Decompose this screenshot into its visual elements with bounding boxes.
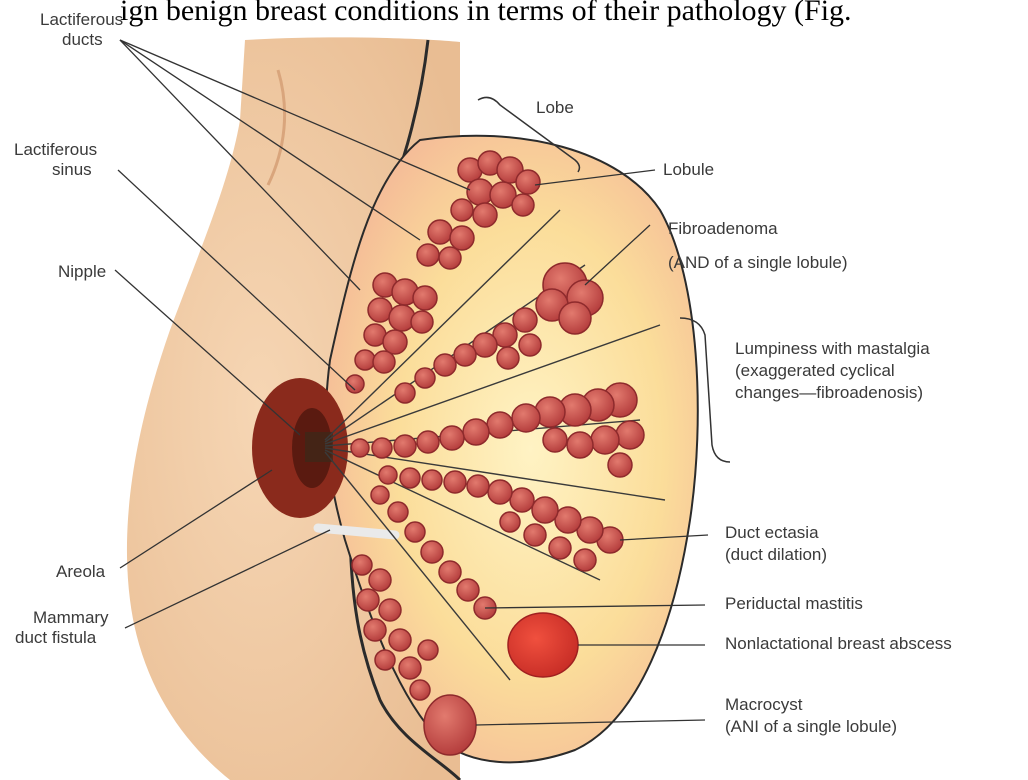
label-nipple: Nipple — [58, 262, 106, 282]
label-line: (duct dilation) — [725, 544, 827, 566]
label-fibroadenoma: Fibroadenoma (AND of a single lobule) — [668, 212, 848, 280]
label-line: duct fistula — [15, 628, 109, 648]
label-line: Macrocyst — [725, 694, 897, 716]
label-lumpiness: Lumpiness with mastalgia (exaggerated cy… — [735, 338, 930, 404]
label-duct-ectasia: Duct ectasia (duct dilation) — [725, 522, 827, 566]
label-line: Lactiferous — [40, 10, 123, 30]
label-macrocyst: Macrocyst (ANI of a single lobule) — [725, 694, 897, 738]
label-line: sinus — [14, 160, 97, 180]
label-areola: Areola — [56, 562, 105, 582]
label-lactiferous-sinus: Lactiferous sinus — [14, 140, 97, 180]
label-line: ducts — [40, 30, 123, 50]
label-lobe: Lobe — [536, 98, 574, 118]
label-periductal-mastitis: Periductal mastitis — [725, 594, 863, 614]
label-lactiferous-ducts: Lactiferous ducts — [40, 10, 123, 50]
label-line: Mammary — [15, 608, 109, 628]
label-line: Lumpiness with mastalgia — [735, 338, 930, 360]
label-line: Duct ectasia — [725, 522, 827, 544]
label-abscess: Nonlactational breast abscess — [725, 634, 952, 654]
label-line: (AND of a single lobule) — [668, 246, 848, 280]
label-line: Fibroadenoma — [668, 212, 848, 246]
label-line: (ANI of a single lobule) — [725, 716, 897, 738]
abscess-shape — [508, 613, 578, 677]
label-lobule: Lobule — [663, 160, 714, 180]
label-line: (exaggerated cyclical — [735, 360, 930, 382]
label-mammary-duct-fistula: Mammary duct fistula — [15, 608, 109, 648]
label-line: Lactiferous — [14, 140, 97, 160]
label-line: changes—fibroadenosis) — [735, 382, 930, 404]
macrocyst-shape — [424, 695, 476, 755]
